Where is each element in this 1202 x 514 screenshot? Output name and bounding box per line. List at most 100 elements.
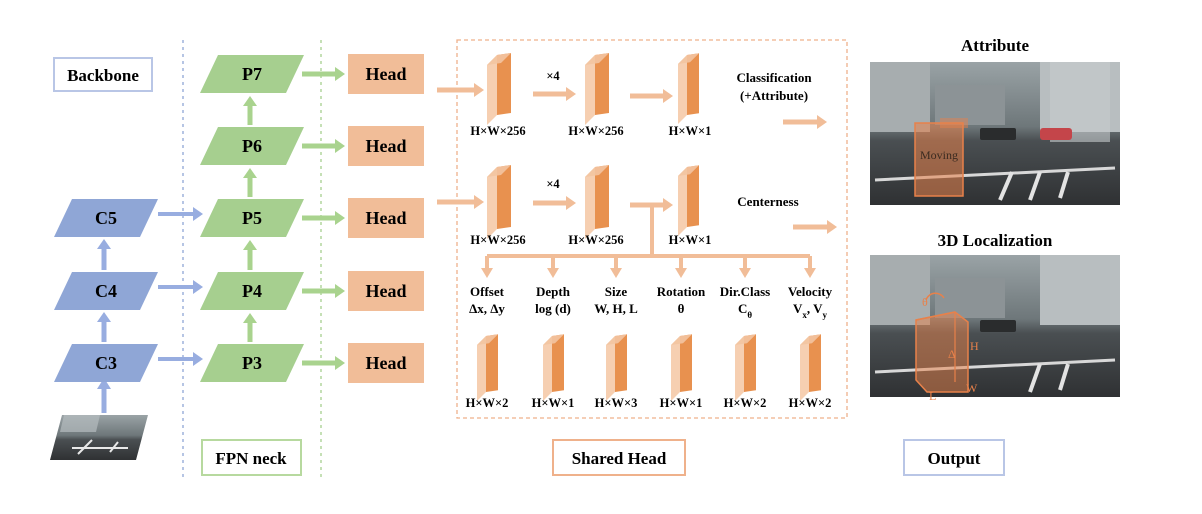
branch1-arrow-1-head [566, 87, 576, 101]
fpn-p4-shape [200, 272, 304, 310]
c3-c4-arrow-head [97, 312, 111, 322]
loc-theta-label: θ [922, 295, 928, 309]
localization-title: 3D Localization [938, 231, 1053, 250]
loc-delta-label: Δ [948, 347, 956, 361]
regression-arrow-head-3 [610, 268, 622, 278]
branch1-out-arrow-head [817, 115, 827, 129]
regression-dim-6: H×W×2 [789, 396, 832, 410]
loc-l-label: L [929, 389, 936, 403]
branch1-repeat: ×4 [546, 69, 560, 83]
head-box-3 [348, 198, 424, 238]
head-label-5: Head [365, 353, 406, 373]
fpn-p5-label: P5 [242, 208, 262, 228]
shared-head-label-box: Shared Head [552, 439, 686, 476]
regression-symbol-2: log (d) [535, 301, 571, 316]
regression-symbol-4: θ [678, 301, 685, 316]
output-label: Output [928, 449, 981, 468]
fpn-arrow-p4-p5-head [243, 240, 257, 250]
regression-dim-3: H×W×3 [595, 396, 638, 410]
moving-label: Moving [920, 148, 958, 162]
regression-arrow-head-2 [547, 268, 559, 278]
branch1-dim-1: H×W×256 [470, 124, 525, 138]
branch2-map-2 [585, 165, 609, 239]
branch2-dim-3: H×W×1 [669, 233, 712, 247]
regression-title-1: Offset [470, 284, 505, 299]
branch2-out-arrow-head [827, 220, 837, 234]
regression-title-6: Velocity [788, 284, 833, 299]
fpn-to-head-arrow-p5-head [335, 211, 345, 225]
attribute-title: Attribute [961, 36, 1029, 55]
fpn-p6-label: P6 [242, 136, 262, 156]
fpn-neck-label-box: FPN neck [201, 439, 302, 476]
backbone-label-box: Backbone [53, 57, 153, 92]
localization-output: 3D Localization θ Δ H W L [870, 231, 1120, 403]
fpn-to-head-arrow-p7-head [335, 67, 345, 81]
regression-title-3: Size [605, 284, 628, 299]
classification-label: Classification [736, 70, 812, 85]
regression-symbol-3: W, H, L [594, 301, 638, 316]
fpn-to-head-arrow-p6-head [335, 139, 345, 153]
backbone-c5-label: C5 [95, 208, 117, 228]
fpn-neck-label: FPN neck [215, 449, 287, 468]
regression-title-2: Depth [536, 284, 571, 299]
shared-head-region [456, 39, 848, 419]
branch2-dim-1: H×W×256 [470, 233, 525, 247]
fpn-p4-label: P4 [242, 281, 262, 301]
head-label-4: Head [365, 281, 406, 301]
regression-map-1 [477, 334, 498, 401]
regression-dim-2: H×W×1 [532, 396, 575, 410]
head-label-1: Head [365, 64, 406, 84]
lateral-arrow-c4-head [193, 280, 203, 294]
centerness-label: Centerness [737, 194, 798, 209]
branch1-dim-3: H×W×1 [669, 124, 712, 138]
head-label-3: Head [365, 208, 406, 228]
localization-image: θ Δ H W L [870, 255, 1120, 403]
branch2-arrow-2-head [663, 198, 673, 212]
backbone-c5-shape [54, 199, 158, 237]
branch2-dim-2: H×W×256 [568, 233, 623, 247]
fpn-p7-shape [200, 55, 304, 93]
head-label-2: Head [365, 136, 406, 156]
backbone-c3-label: C3 [95, 353, 117, 373]
branch1-map-2 [585, 53, 609, 125]
loc-h-label: H [970, 339, 979, 353]
regression-dim-5: H×W×2 [724, 396, 767, 410]
regression-arrow-head-1 [481, 268, 493, 278]
regression-arrow-head-4 [675, 268, 687, 278]
branch1-dim-2: H×W×256 [568, 124, 623, 138]
lateral-arrow-c5-head [193, 207, 203, 221]
branch1-arrow-2-head [663, 89, 673, 103]
regression-symbol-5: Cθ [738, 301, 752, 320]
regression-dim-1: H×W×2 [466, 396, 509, 410]
regression-symbol-6: Vx, Vy [793, 301, 828, 320]
fpn-to-head-arrow-p4-head [335, 284, 345, 298]
fpn-to-head-arrow-p3-head [335, 356, 345, 370]
branch2-map-1 [487, 165, 511, 239]
backbone-label: Backbone [67, 66, 139, 85]
branch2-map-3 [678, 165, 699, 236]
c4-c5-arrow-head [97, 239, 111, 249]
regression-map-5 [735, 334, 756, 401]
regression-arrow-head-5 [739, 268, 751, 278]
regression-map-3 [606, 334, 627, 401]
regression-map-2 [543, 334, 564, 401]
attribute-image: Moving [870, 62, 1120, 205]
head-box-1 [348, 54, 424, 94]
branch1-in-arrow-head [474, 83, 484, 97]
regression-dim-4: H×W×1 [660, 396, 703, 410]
branch2-arrow-1-head [566, 196, 576, 210]
fpn-p5-shape [200, 199, 304, 237]
regression-symbol-1: Δx, Δy [469, 301, 505, 316]
branch2-in-arrow-head [474, 195, 484, 209]
shared-head-label: Shared Head [572, 449, 667, 468]
branch1-map-1 [487, 53, 511, 125]
head-box-2 [348, 126, 424, 166]
branch1-map-3 [678, 53, 699, 124]
fpn-p7-label: P7 [242, 64, 262, 84]
loc-w-label: W [966, 381, 978, 395]
backbone-c3-shape [54, 344, 158, 382]
